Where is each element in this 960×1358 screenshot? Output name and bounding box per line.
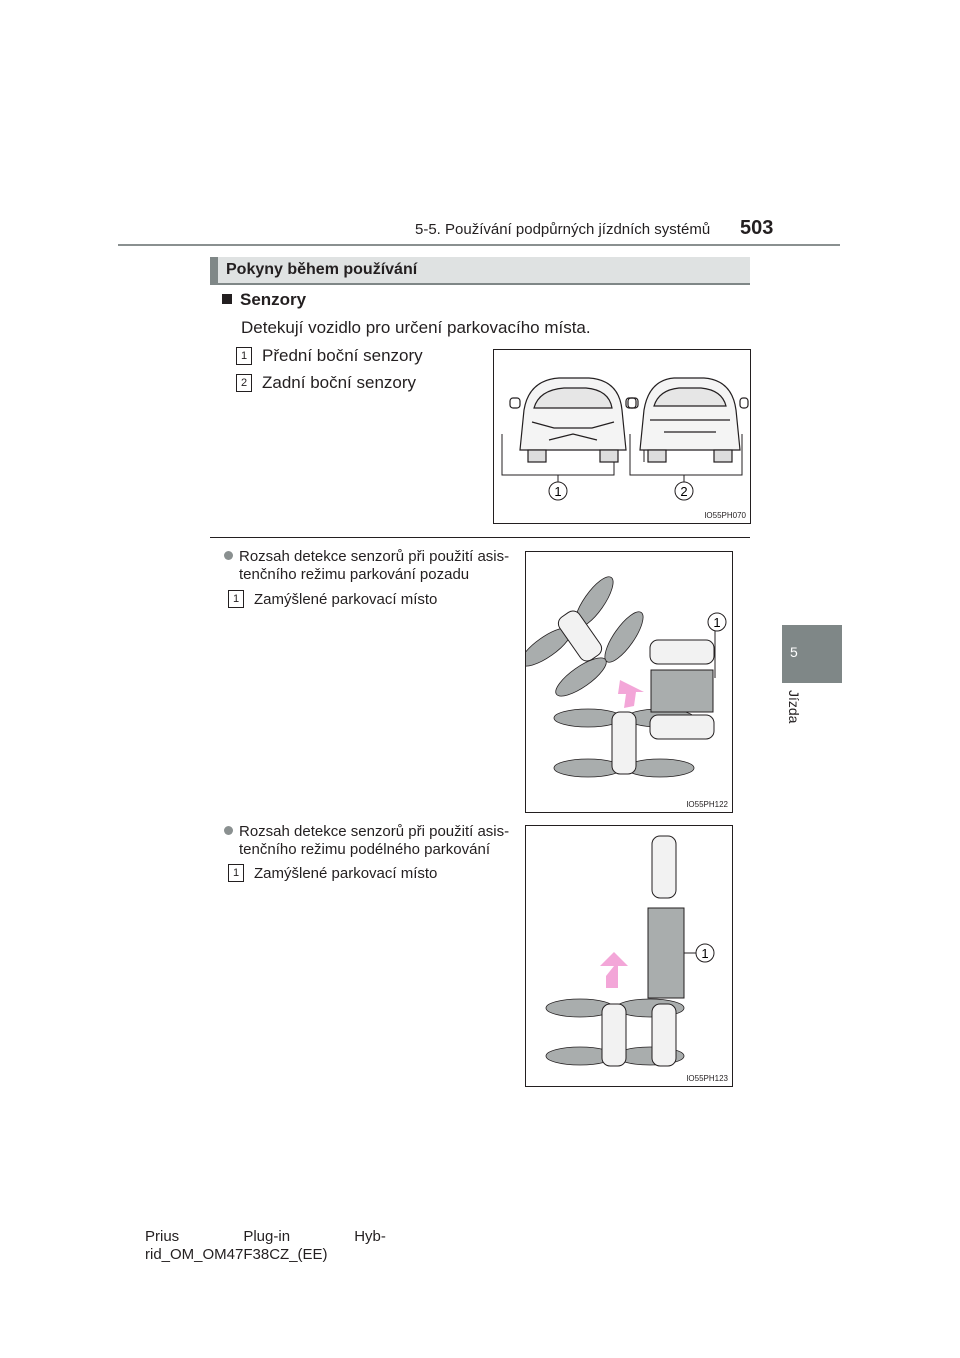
footer-line: rid_OM_OM47F38CZ_(EE) (145, 1246, 328, 1263)
section-divider (210, 537, 750, 538)
bullet-text-line: tenčního režimu podélného parkování (239, 841, 491, 858)
list-item-text: Zamýšlené parkovací místo (254, 591, 438, 608)
bullet-dot-icon (224, 551, 233, 560)
figure-code: IO55PH123 (686, 1074, 728, 1083)
rear-sensor-bracket (629, 434, 743, 476)
bullet-dot-icon (224, 826, 233, 835)
list-item-text: Přední boční senzory (262, 346, 423, 365)
callout-label: 1 (554, 484, 561, 499)
square-bullet-icon (222, 294, 232, 304)
rear-car-illustration (627, 377, 749, 463)
callout-circle (707, 612, 727, 632)
bullet-text-line: Rozsah detekce senzorů při použití asis- (239, 548, 510, 565)
bullet-text-line: Rozsah detekce senzorů při použití asis- (239, 823, 510, 840)
document-footer: Prius Plug-in Hyb- rid_OM_OM47F38CZ_(EE) (145, 1228, 386, 1264)
subsection-title: Senzory (240, 290, 307, 309)
page-number: 503 (740, 217, 774, 239)
item-number-badge: 1 (228, 864, 244, 882)
list-item-text: Zamýšlené parkovací místo (254, 865, 438, 882)
item-number-badge: 1 (236, 347, 252, 365)
chapter-tab (782, 625, 842, 683)
callout-label: 1 (701, 946, 708, 961)
target-parking-space (650, 669, 714, 713)
figure-sensor-positions: 1 2 IO55PH070 (493, 349, 751, 524)
callout-circle-1 (548, 481, 568, 501)
list-item: 1 Přední boční senzory (236, 346, 423, 366)
vehicles (601, 835, 677, 1067)
footer-line: Prius Plug-in Hyb- (145, 1228, 386, 1245)
callout-circle-2 (674, 481, 694, 501)
target-parking-space (647, 907, 685, 999)
header-rule (118, 244, 840, 246)
section-header-accent (210, 257, 218, 285)
bullet-paragraph: Rozsah detekce senzorů při použití asis-… (224, 823, 509, 859)
reverse-parking-illustration: 1 (520, 576, 727, 778)
figure-parallel-parking: 1 IO55PH123 (525, 825, 733, 1087)
reverse-direction-arrow (618, 680, 644, 708)
list-item: 1 Zamýšlené parkovací místo (228, 864, 437, 883)
bullet-text-line: tenčního režimu parkování pozadu (239, 566, 470, 583)
parallel-parking-illustration: 1 (545, 835, 715, 1067)
callout-label: 2 (680, 484, 687, 499)
figure-code: IO55PH122 (686, 800, 728, 809)
list-item: 1 Zamýšlené parkovací místo (228, 590, 437, 609)
callout-circle (695, 943, 715, 963)
item-number-badge: 1 (228, 590, 244, 608)
item-number-badge: 2 (236, 374, 252, 392)
bullet-paragraph: Rozsah detekce senzorů při použití asis-… (224, 548, 509, 584)
vehicles (557, 610, 715, 775)
list-item-text: Zadní boční senzory (262, 373, 417, 392)
subsection-heading: Senzory (222, 290, 306, 310)
chapter-tab-number: 5 (790, 644, 798, 660)
car-front-rear-illustration: 1 2 (501, 377, 749, 501)
header-section-title: 5-5. Používání podpůrných jízdních systé… (415, 221, 711, 238)
section-header-bar: Pokyny během používání (210, 257, 750, 285)
front-car-illustration (509, 377, 637, 463)
figure-reverse-parking: 1 IO55PH122 (520, 551, 733, 813)
chapter-tab-label: Jízda (786, 690, 802, 724)
section-title: Pokyny během používání (226, 261, 418, 278)
forward-direction-arrow (600, 952, 628, 988)
list-item: 2 Zadní boční senzory (236, 373, 416, 393)
figure-code: IO55PH070 (704, 511, 746, 520)
callout-label: 1 (713, 615, 720, 630)
subsection-description: Detekují vozidlo pro určení parkovacího … (241, 318, 591, 337)
